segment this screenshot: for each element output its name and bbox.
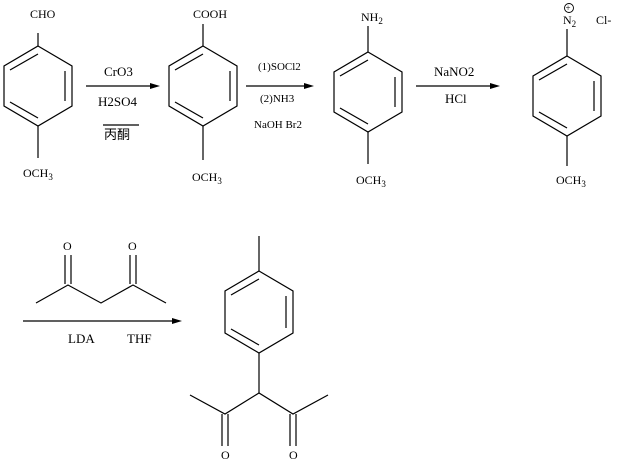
carbonyl-oxygen-label: O: [289, 448, 298, 460]
carbonyl-oxygen-label: O: [128, 239, 137, 253]
benzene-ring: [3, 45, 73, 127]
molecule-anisidine: NH2 OCH3: [333, 10, 403, 189]
benzene-ring: [532, 55, 602, 137]
amino-group-label: NH2: [361, 10, 383, 26]
reagent-cro3: CrO3: [104, 64, 133, 79]
solvent-acetone: 丙酮: [104, 127, 130, 142]
ring-double-bond: [174, 53, 204, 71]
carboxyl-group-label: COOH: [193, 7, 227, 21]
molecule-diazonium-salt: + N2 Cl- OCH3: [532, 3, 611, 189]
reagent-h2so4: H2SO4: [98, 94, 138, 109]
carbonyl-oxygen-label: O: [221, 448, 230, 460]
carbon-chain: [189, 392, 329, 415]
ring-double-bond: [538, 63, 568, 81]
diazonium-group-label: N2: [563, 13, 576, 29]
arrow-head: [150, 83, 160, 89]
molecule-anisic-acid: COOH OCH3: [168, 7, 238, 186]
molecule-acetylacetone: O O: [35, 239, 167, 304]
ring-double-bond: [339, 59, 369, 77]
reagent-lda: LDA: [68, 331, 95, 346]
methoxy-group-label: OCH3: [192, 170, 222, 186]
chloride-counter-ion: Cl-: [596, 13, 611, 27]
ring-double-bond: [9, 53, 39, 71]
ring-double-bond: [174, 101, 204, 119]
reagent-hcl: HCl: [445, 91, 467, 106]
molecule-final-product: O O: [189, 236, 329, 460]
benzene-ring: [333, 51, 403, 133]
ring-double-bond: [230, 278, 260, 296]
ring-double-bond: [339, 107, 369, 125]
arrow-step-1: CrO3 H2SO4 丙酮: [86, 64, 160, 142]
arrow-head: [490, 83, 500, 89]
positive-charge-icon: [564, 3, 574, 13]
arrow-head: [304, 83, 314, 89]
arrow-step-3: NaNO2 HCl: [416, 64, 500, 106]
methoxy-group-label: OCH3: [356, 173, 386, 189]
formyl-group-label: CHO: [30, 7, 56, 21]
carbonyl-oxygen-label: O: [63, 239, 72, 253]
benzene-ring: [224, 270, 294, 354]
arrow-step-5: LDA THF: [23, 318, 182, 346]
reagent-thf: THF: [127, 331, 152, 346]
ring-double-bond: [9, 101, 39, 119]
benzene-ring: [168, 45, 238, 127]
methoxy-group-label: OCH3: [23, 166, 53, 182]
reagent-socl2: (1)SOCl2: [258, 61, 301, 73]
ring-double-bond: [230, 328, 260, 346]
carbon-chain: [35, 284, 167, 304]
molecule-anisaldehyde: CHO OCH3: [3, 7, 73, 182]
ring-double-bond: [538, 111, 568, 129]
positive-charge-sign: +: [566, 3, 571, 13]
reagent-naoh-br2: NaOH Br2: [254, 119, 302, 131]
reagent-nano2: NaNO2: [434, 64, 474, 79]
arrow-head: [172, 318, 182, 324]
methoxy-group-label: OCH3: [556, 173, 586, 189]
arrow-step-2: (1)SOCl2 (2)NH3 NaOH Br2: [246, 61, 314, 131]
reagent-nh3: (2)NH3: [260, 93, 295, 105]
